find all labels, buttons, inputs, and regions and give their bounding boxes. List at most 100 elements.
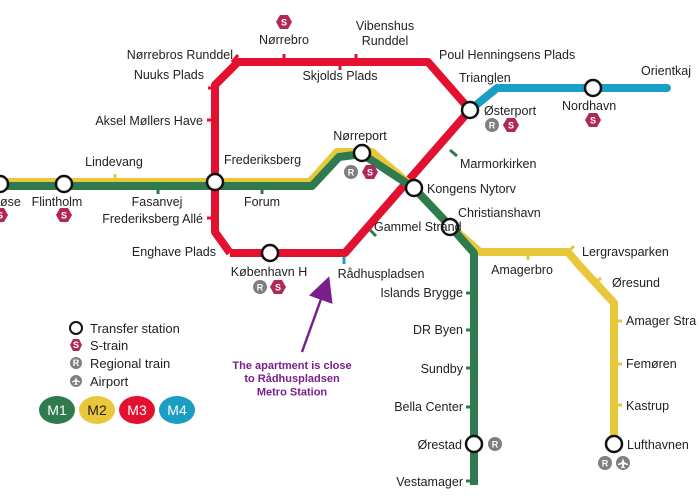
s-train-icon [585, 113, 601, 127]
station-label-vestamager[interactable]: Vestamager [396, 475, 463, 489]
regional-train-icon [253, 280, 267, 294]
regional-train-badges: R R R R R [253, 118, 630, 470]
station-label-gammel-strand[interactable]: Gammel Strand [374, 220, 462, 234]
legend-s-train-label: S-train [90, 338, 128, 353]
station-marker-frederiksberg[interactable] [205, 172, 225, 192]
station-label-oesterport[interactable]: Østerport [484, 104, 537, 118]
station-label-dr-byen[interactable]: DR Byen [413, 323, 463, 337]
station-label-nuuks-plads[interactable]: Nuuks Plads [134, 68, 204, 82]
regional-badge-oesterport: R [485, 118, 499, 132]
station-label-vanloese[interactable]: øse [0, 195, 21, 209]
station-marker-vanloese[interactable] [0, 174, 10, 194]
tick-trianglen [446, 84, 456, 94]
station-marker-kongens-nytorv[interactable] [404, 178, 424, 198]
line-badge-m2-label: M2 [87, 402, 107, 418]
station-label-lindevang[interactable]: Lindevang [85, 155, 143, 169]
station-label-oeresund[interactable]: Øresund [612, 276, 660, 290]
station-label-amagerbro[interactable]: Amagerbro [491, 263, 553, 277]
station-label-flintholm[interactable]: Flintholm [32, 195, 83, 209]
station-marker-lufthavnen[interactable] [604, 434, 624, 454]
s-train-icon [270, 280, 286, 294]
line-badge-m2-shape [79, 396, 115, 424]
station-label-raadhuspladsen[interactable]: Rådhuspladsen [338, 267, 425, 281]
station-label-aksel-moellers-have[interactable]: Aksel Møllers Have [95, 114, 203, 128]
station-label-koebenhavn-h[interactable]: København H [231, 265, 307, 279]
station-label-sundby[interactable]: Sundby [421, 362, 464, 376]
line-badge-m4-shape [159, 396, 195, 424]
station-label-kastrup[interactable]: Kastrup [626, 399, 669, 413]
regional-badge-koebenhavn-h: R [253, 280, 267, 294]
line-badge-m1-shape [39, 396, 75, 424]
station-label-frederiksberg-alle[interactable]: Frederiksberg Allé [102, 212, 203, 226]
station-label-orientkaj[interactable]: Orientkaj [641, 64, 691, 78]
station-label-frederiksberg[interactable]: Frederiksberg [224, 153, 301, 167]
line-badge-m4: M4 [159, 396, 195, 424]
m1-line [0, 150, 478, 485]
station-label-nordhavn[interactable]: Nordhavn [562, 99, 616, 113]
station-label-vibenshus-line: Vibenshus [356, 19, 414, 33]
tick-marmorkirken [449, 148, 458, 158]
station-label-fasanvej[interactable]: Fasanvej [132, 195, 183, 209]
station-label-noerreport[interactable]: Nørreport [333, 129, 387, 143]
legend: Transfer station S S-train R Regional tr… [39, 321, 195, 424]
station-label-christianshavn[interactable]: Christianshavn [458, 206, 541, 220]
tick-oeresund [594, 276, 602, 285]
s-train-icon [0, 208, 8, 222]
station-marker-noerreport[interactable] [352, 143, 372, 163]
tick-gammel-strand [368, 228, 378, 238]
station-label-lufthavnen[interactable]: Lufthavnen [627, 438, 689, 452]
station-label-enghave-plads[interactable]: Enghave Plads [132, 245, 216, 259]
station-label-poul-henningsens-plads[interactable]: Poul Henningsens Plads [439, 48, 575, 62]
station-label-lergravsparken[interactable]: Lergravsparken [582, 245, 669, 259]
station-marker-flintholm[interactable] [54, 174, 74, 194]
annotation-text-line: Metro Station [257, 386, 328, 398]
s-train-badge-label: S [590, 116, 596, 126]
annotation-text-line: The apartment is close [232, 360, 351, 372]
tick-poul-henningsens [426, 61, 436, 71]
station-marker-koebenhavn-h[interactable] [260, 243, 280, 263]
annotation-text-line: to Rådhuspladsen [244, 373, 340, 385]
line-badge-m1: M1 [39, 396, 75, 424]
station-marker-oerestad[interactable] [464, 434, 484, 454]
s-train-badge-vanloese: S [0, 208, 8, 222]
station-label-vibenshus-line: Runddel [362, 34, 409, 48]
station-label-kongens-nytorv[interactable]: Kongens Nytorv [427, 182, 517, 196]
regional-train-icon [598, 456, 612, 470]
station-label-bella-center[interactable]: Bella Center [394, 400, 463, 414]
line-badge-m3: M3 [119, 396, 155, 424]
station-label-noerrebro[interactable]: Nørrebro [259, 33, 309, 47]
s-train-badge-noerrebro: S [276, 15, 292, 29]
legend-regional-icon [70, 357, 82, 369]
station-label-forum[interactable]: Forum [244, 195, 280, 209]
regional-badge-label: R [492, 440, 499, 450]
regional-badge-label: R [489, 121, 496, 131]
line-badge-m2: M2 [79, 396, 115, 424]
station-label-trianglen[interactable]: Trianglen [459, 71, 511, 85]
station-label-oerestad[interactable]: Ørestad [418, 438, 463, 452]
station-label-marmorkirken[interactable]: Marmorkirken [460, 157, 536, 171]
s-train-badge-label: S [281, 18, 287, 28]
line-badge-m1-label: M1 [47, 402, 67, 418]
annotation-arrow [300, 276, 333, 353]
station-label-islands-brygge[interactable]: Islands Brygge [380, 286, 463, 300]
station-marker-oesterport[interactable] [460, 100, 480, 120]
s-train-badge-label: S [0, 211, 3, 221]
airport-badge-lufthavnen [616, 456, 630, 470]
station-label-noerrebros-runddel[interactable]: Nørrebros Runddel [127, 48, 233, 62]
station-label-femoeren[interactable]: Femøren [626, 357, 677, 371]
regional-train-icon [344, 165, 358, 179]
line-badge-m3-label: M3 [127, 402, 147, 418]
tick-lergravsparken [566, 244, 576, 254]
s-train-icon [276, 15, 292, 29]
station-label-skjolds-plads[interactable]: Skjolds Plads [302, 69, 377, 83]
station-label-amager-strand[interactable]: Amager Stra [626, 314, 696, 328]
m3-line [211, 58, 474, 257]
station-marker-nordhavn[interactable] [583, 78, 603, 98]
station-marker-christianshavn[interactable] [440, 217, 460, 237]
s-train-badge-label: S [275, 283, 281, 293]
tick-noerrebros-runddel [230, 54, 240, 63]
